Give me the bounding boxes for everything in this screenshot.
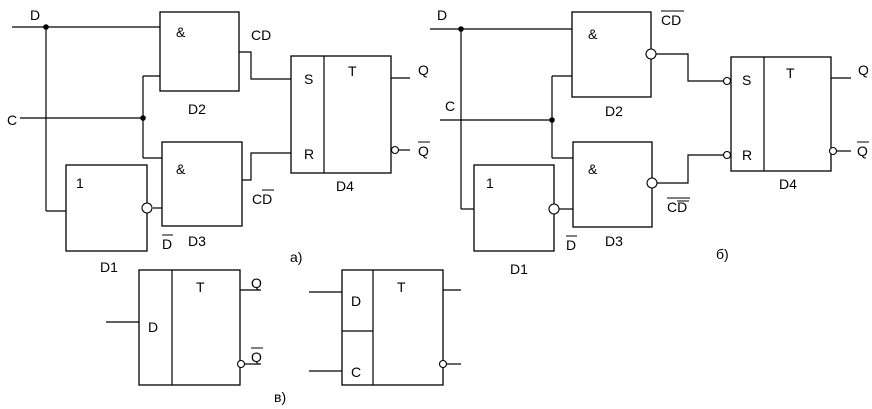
label-inverter-a: 1 <box>76 175 84 191</box>
junction-d-b <box>458 26 464 32</box>
label-d2-b: D2 <box>605 103 623 119</box>
wire-d3-to-r-a <box>242 152 291 181</box>
label-and-top-a: & <box>176 24 186 40</box>
diagram-c: D T Q Q в) D C T <box>106 269 461 405</box>
label-d3-a: D3 <box>188 233 206 249</box>
label-r-b: R <box>742 147 752 163</box>
label-q-bar-a: Q <box>418 143 429 159</box>
label-d-c1: D <box>148 319 158 335</box>
label-type-a: T <box>348 63 357 79</box>
label-type-c1: T <box>196 279 205 295</box>
label-input-d-b: D <box>437 7 447 23</box>
q-bar-bubble-c2 <box>438 359 448 369</box>
diagram-a: D C & & 1 D2 D3 D1 D4 T S R CD CD D Q Q … <box>7 7 430 275</box>
r-input-bubble-b <box>722 150 732 160</box>
label-d2-a: D2 <box>188 101 206 117</box>
label-d4-b: D4 <box>779 176 797 192</box>
q-bar-bubble-b <box>828 146 838 156</box>
label-not-d-b: D <box>566 237 576 253</box>
label-type-b: T <box>786 65 795 81</box>
label-c-c2: C <box>351 364 361 380</box>
junction-c-b <box>549 117 555 123</box>
label-input-c-b: C <box>445 98 455 114</box>
q-bar-bubble-a <box>390 145 400 155</box>
label-q-c1: Q <box>251 275 262 291</box>
wire-d3-to-r-b <box>657 154 724 184</box>
diagram-b: D C & & 1 D2 D3 D1 D4 T S R CD CD D Q Q … <box>430 7 869 277</box>
and-gate-d2-b <box>571 11 652 98</box>
label-d3-b: D3 <box>605 233 623 249</box>
caption-a: а) <box>290 249 302 265</box>
label-inverter-b: 1 <box>486 175 494 191</box>
caption-b: б) <box>716 246 729 262</box>
label-q-bar-b: Q <box>857 143 868 159</box>
label-d1-b: D1 <box>510 261 528 277</box>
d3-output-bubble-b <box>646 177 658 189</box>
q-bar-bubble-c1 <box>236 359 246 369</box>
caption-c: в) <box>274 389 286 405</box>
label-d4-a: D4 <box>336 178 354 194</box>
label-q-b: Q <box>858 62 869 78</box>
flipflop-d4-a <box>290 55 392 174</box>
label-cd-a: CD <box>251 27 271 43</box>
s-input-bubble-b <box>722 76 732 86</box>
flipflop-d4-b <box>730 56 832 172</box>
label-type-c2: T <box>397 279 406 295</box>
label-cd-bar-top-b: CD <box>661 12 681 28</box>
junction-c-a <box>140 115 146 121</box>
and-gate-d3-b <box>572 141 653 228</box>
flipflop-c1 <box>138 269 241 386</box>
wire-d2-to-s-a <box>239 51 291 80</box>
junction-d-a <box>43 24 49 30</box>
label-cd-bar-bottom-b: CD <box>667 199 687 215</box>
label-s-a: S <box>304 71 313 87</box>
flipflop-c2 <box>341 269 444 386</box>
d2-output-bubble-b <box>645 48 657 60</box>
inverter-bubble-a <box>141 202 153 214</box>
and-gate-d2-a <box>159 11 240 92</box>
label-input-d-a: D <box>30 7 40 23</box>
inverter-d1-b <box>473 164 555 252</box>
label-r-a: R <box>304 146 314 162</box>
and-gate-d3-a <box>161 141 243 227</box>
label-and-bottom-b: & <box>588 161 598 177</box>
label-input-c-a: C <box>7 112 17 128</box>
label-q-a: Q <box>418 62 429 78</box>
wire-d2-to-s-b <box>656 53 724 82</box>
label-not-d-a: D <box>162 236 172 252</box>
label-and-top-b: & <box>588 26 598 42</box>
inverter-bubble-b <box>548 203 560 215</box>
label-q-bar-c1: Q <box>251 349 262 365</box>
label-d1-a: D1 <box>100 259 118 275</box>
label-s-b: S <box>742 72 751 88</box>
label-d-c2: D <box>351 293 361 309</box>
label-cd-bar-a: CD <box>252 191 272 207</box>
label-and-bottom-a: & <box>176 161 186 177</box>
